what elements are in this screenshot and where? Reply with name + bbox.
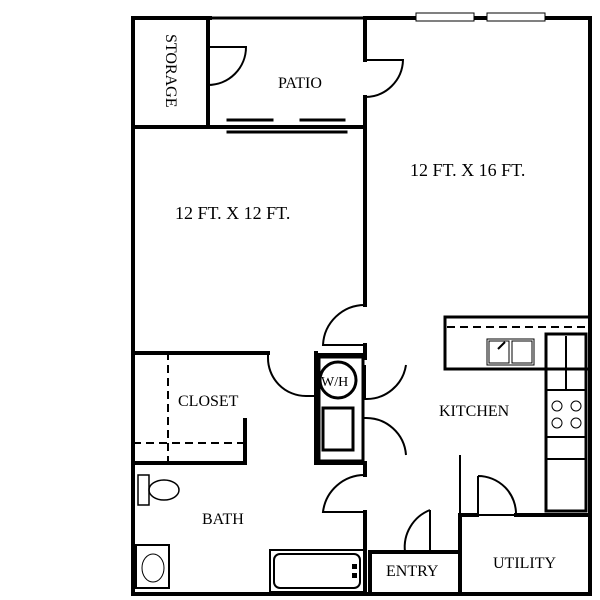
patio-label: PATIO [278,75,322,92]
bedroom-dimensions-label: 12 FT. X 12 FT. [175,203,290,223]
water-heater-icon [318,360,358,400]
utility-label: UTILITY [493,555,557,572]
kitchen-label: KITCHEN [439,403,510,420]
storage-label: STORAGE [162,34,179,108]
fixtures [135,338,582,593]
closet-label: CLOSET [178,393,239,410]
entry-label: ENTRY [386,563,439,580]
doors [207,46,518,553]
room-labels: STORAGE PATIO 12 FT. X 12 FT. 12 FT. X 1… [162,34,557,580]
washer-icon [321,406,355,452]
toilet-icon [137,474,180,506]
sink-icon [486,338,535,366]
water-heater-label: W/H [321,375,348,390]
bath-label: BATH [202,511,244,528]
bathtub-icon [269,549,365,593]
living-dimensions-label: 12 FT. X 16 FT. [410,160,525,180]
walls [131,12,592,596]
stove-icon [551,400,582,429]
bath-sink-icon [135,544,170,589]
